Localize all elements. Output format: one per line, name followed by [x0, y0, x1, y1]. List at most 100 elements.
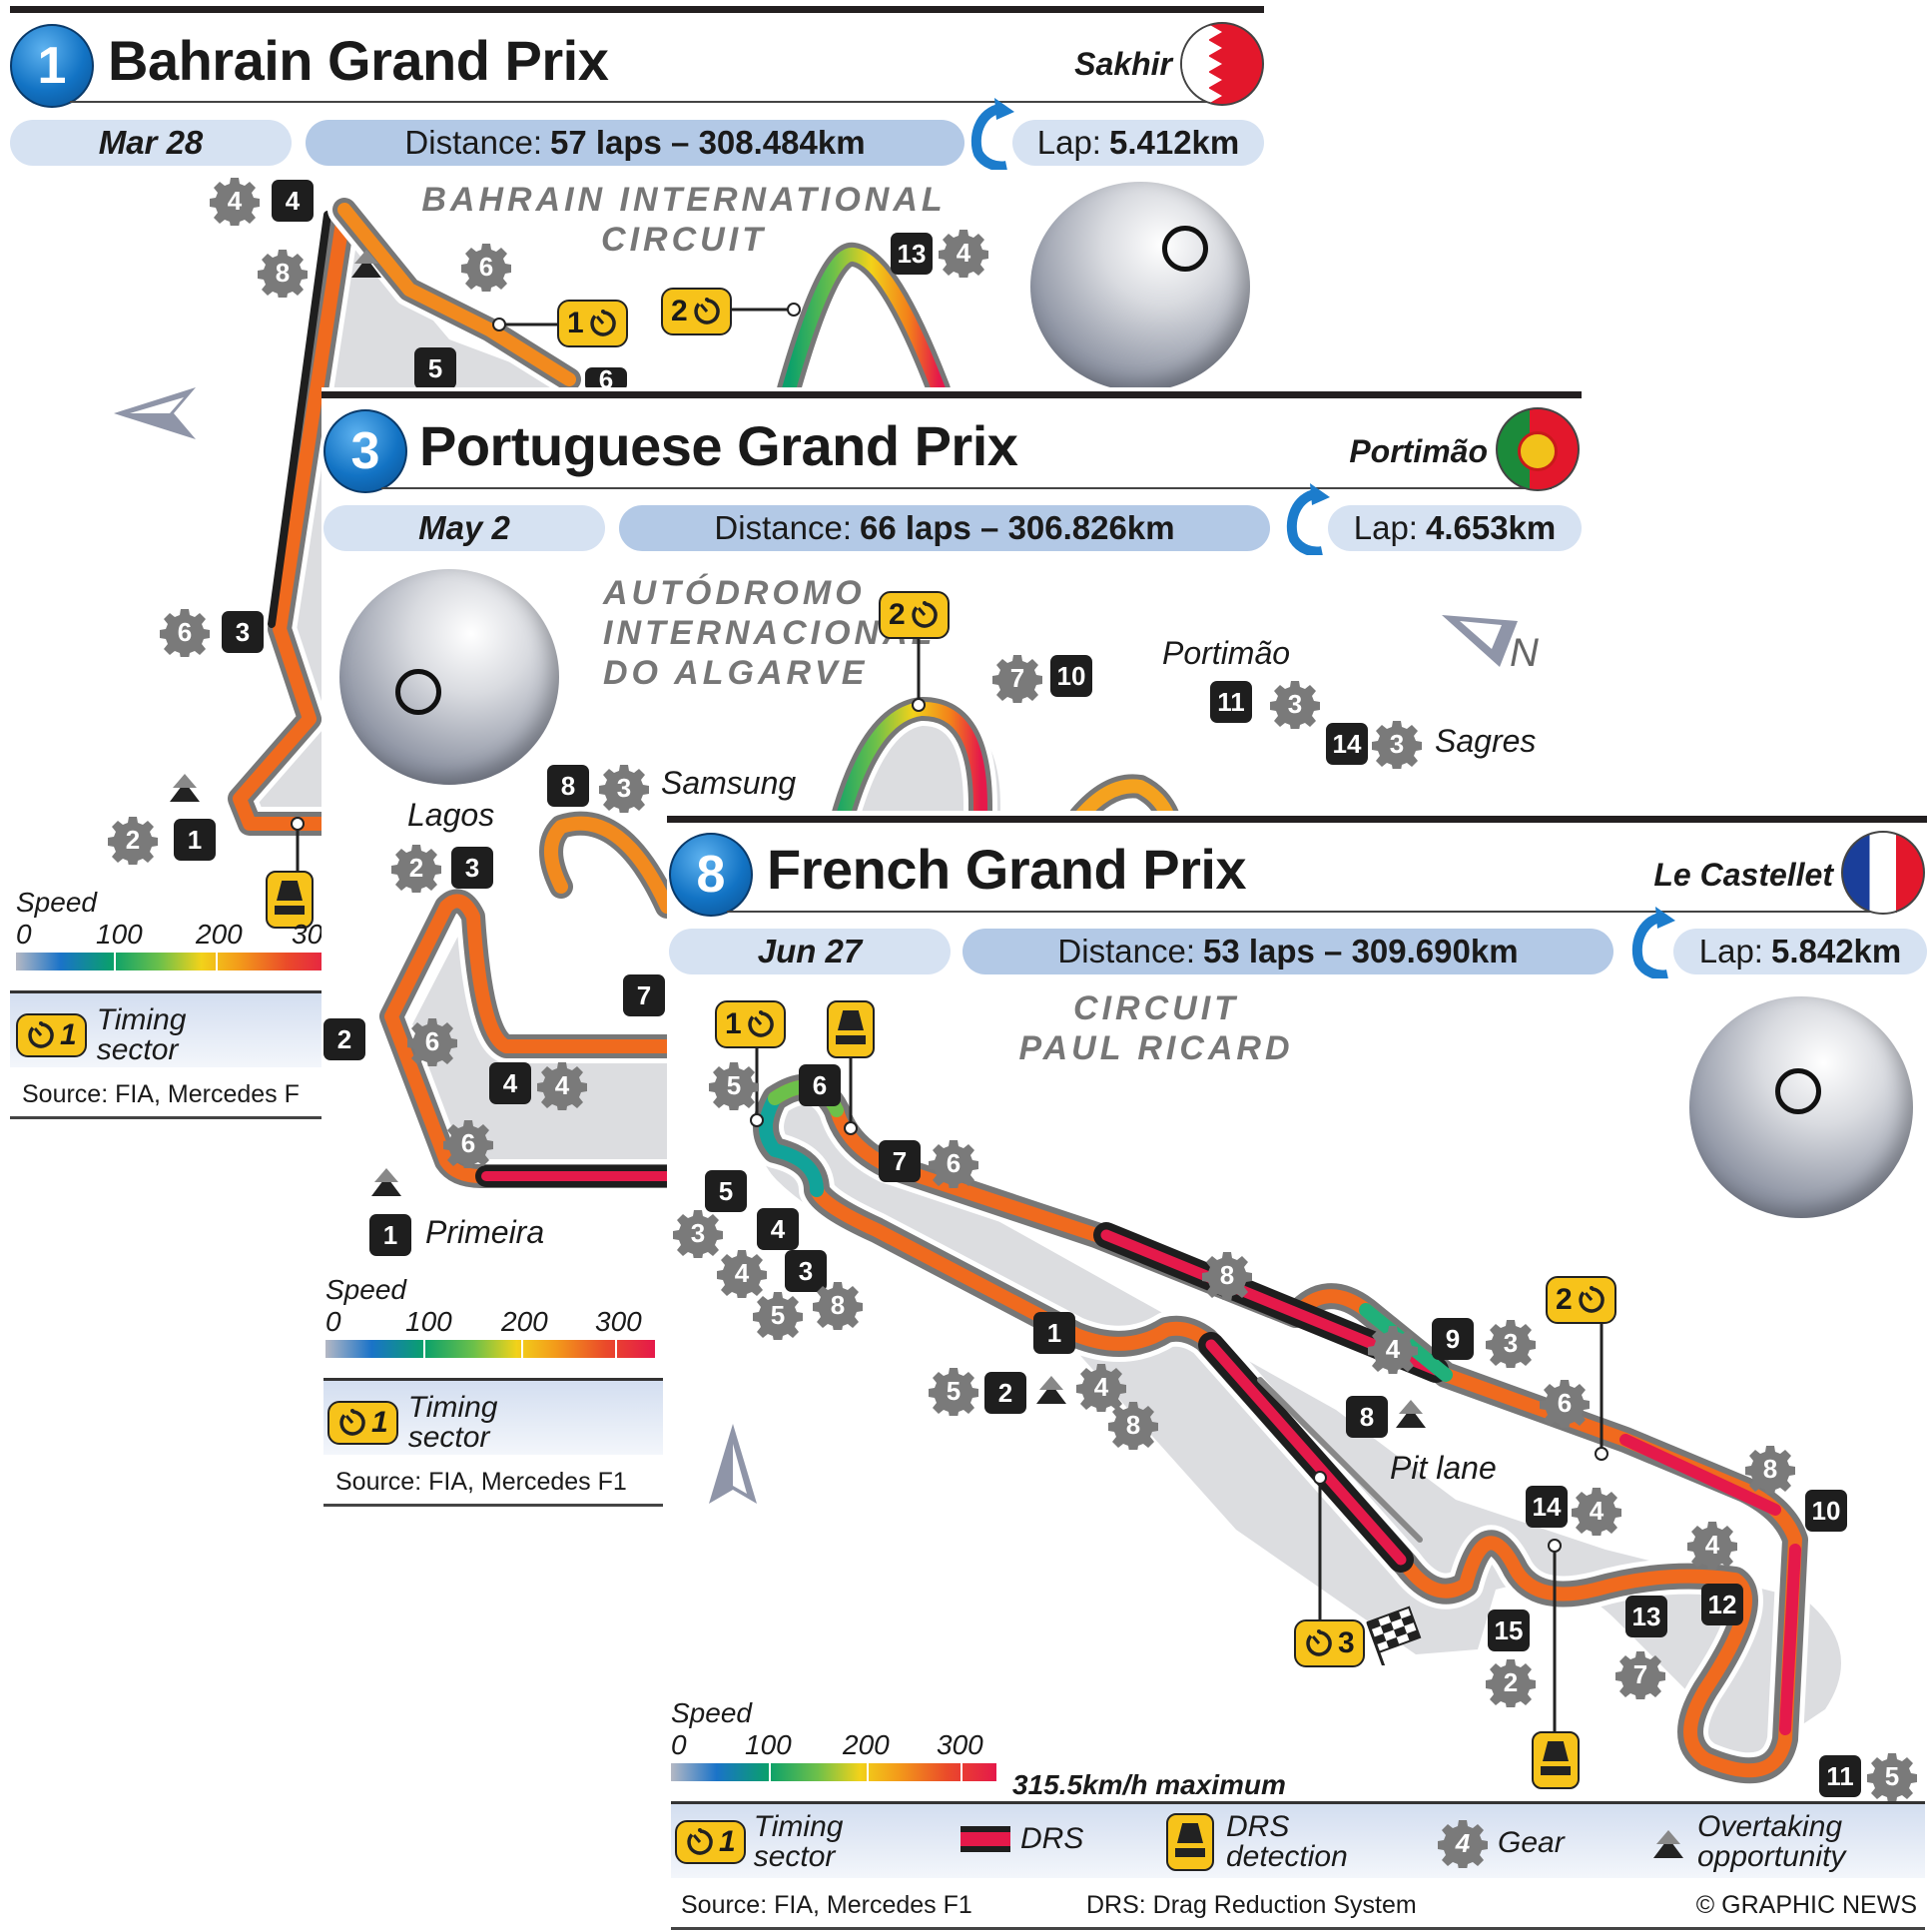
gear-icon: 3	[1372, 719, 1422, 769]
lap-length: Lap:5.412km	[1012, 120, 1264, 166]
corner-marker: 14	[1326, 723, 1368, 765]
speed-tick: 200	[501, 1306, 548, 1337]
corner-marker: 10	[1805, 1490, 1847, 1532]
gear-icon: 5	[753, 1290, 803, 1340]
gear-icon: 8	[1745, 1444, 1795, 1494]
title-underline	[727, 911, 1897, 913]
stopwatch-icon	[588, 309, 618, 338]
pit-lane-label: Pit lane	[1390, 1450, 1497, 1486]
date-text: Jun 27	[757, 933, 863, 969]
globe-locator	[1030, 182, 1250, 391]
corner-marker: 15	[1488, 1610, 1530, 1651]
gear-icon: 5	[1867, 1751, 1917, 1801]
drs-detection-icon	[266, 871, 314, 929]
race-distance: Distance:66 laps – 306.826km	[619, 505, 1270, 551]
stopwatch-icon	[1304, 1628, 1334, 1658]
distance-label: Distance:	[1057, 933, 1195, 969]
corner-marker: 3	[451, 847, 493, 889]
location-marker	[395, 669, 441, 715]
legend-label: DRS	[1226, 1810, 1290, 1843]
gear-icon: 4	[1572, 1486, 1621, 1536]
speed-gradient-bar	[325, 1340, 655, 1358]
corner-marker: 13	[891, 233, 933, 275]
timing-sector-marker: 2	[661, 288, 732, 335]
source-text: Source: FIA, Mercedes F	[22, 1080, 300, 1108]
overtaking-icon	[1396, 1400, 1426, 1428]
gear-icon: 2	[391, 843, 441, 893]
north-label: N	[1510, 631, 1539, 675]
corner-marker: 12	[1701, 1584, 1743, 1625]
race-distance: Distance:53 laps – 309.690km	[963, 929, 1613, 974]
speed-label: Speed	[16, 887, 97, 918]
corner-name: Primeira	[425, 1214, 545, 1250]
lap-arrow-icon	[970, 98, 1014, 170]
credit: © GRAPHIC NEWS	[1695, 1891, 1917, 1919]
gear-icon: 7	[1615, 1649, 1665, 1699]
legend-drs: DRS	[961, 1824, 1083, 1854]
stopwatch-icon	[692, 297, 722, 326]
corner-marker: 2	[323, 1018, 365, 1060]
gear-icon: 2	[1486, 1657, 1536, 1707]
race-distance: Distance:57 laps – 308.484km	[306, 120, 964, 166]
bottom-rule	[323, 1504, 663, 1507]
globe-locator	[339, 569, 559, 785]
lap-label: Lap:	[1036, 124, 1101, 161]
legend-label: sector	[753, 1840, 836, 1873]
bottom-rule	[10, 1116, 329, 1119]
overtaking-icon	[170, 774, 200, 802]
timing-sector-legend-icon: 1	[327, 1401, 398, 1445]
speed-tick: 30	[292, 919, 323, 950]
race-date: Mar 28	[10, 120, 292, 166]
speed-tick: 200	[196, 919, 243, 950]
drs-detection-icon	[827, 1000, 875, 1058]
legend-label: DRS	[1020, 1822, 1084, 1855]
circuit-name: BAHRAIN INTERNATIONAL CIRCUIT	[404, 180, 964, 260]
north-arrow-icon: N	[1440, 609, 1550, 679]
corner-marker: 1	[1033, 1312, 1075, 1354]
lap-value: 4.653km	[1425, 509, 1557, 546]
speed-tick: 0	[16, 919, 32, 950]
bottom-rule	[671, 1927, 1925, 1930]
corner-name: Lagos	[407, 797, 495, 833]
corner-marker: 8	[547, 765, 589, 807]
legend-label: Timing	[96, 1003, 187, 1036]
bahrain-flag-icon	[1180, 22, 1264, 106]
speed-tick: 100	[405, 1306, 452, 1337]
timing-sector-marker: 3	[1294, 1619, 1365, 1667]
gear-icon: 8	[258, 248, 308, 298]
corner-marker: 8	[1346, 1396, 1388, 1438]
corner-marker: 10	[1050, 655, 1092, 697]
circuit-name-line: AUTÓDROMO	[603, 574, 866, 612]
race-date: May 2	[323, 505, 605, 551]
lap-value: 5.412km	[1108, 124, 1240, 161]
lap-value: 5.842km	[1770, 933, 1902, 969]
gear-icon: 7	[992, 653, 1042, 703]
corner-marker: 6	[799, 1064, 841, 1106]
portugal-flag-icon	[1496, 407, 1580, 491]
lap-length: Lap:4.653km	[1328, 505, 1582, 551]
corner-marker: 7	[623, 974, 665, 1016]
chequered-flag-icon	[1366, 1606, 1422, 1665]
speed-tick: 0	[325, 1306, 341, 1337]
speed-gradient-bar	[16, 953, 335, 970]
distance-value: 66 laps – 306.826km	[859, 509, 1175, 546]
legend-label: Gear	[1498, 1826, 1565, 1859]
drs-legend-icon	[961, 1826, 1010, 1852]
corner-marker: 4	[757, 1208, 799, 1250]
gear-icon: 8	[813, 1280, 863, 1330]
legend-label: opportunity	[1697, 1840, 1846, 1873]
race-title: Bahrain Grand Prix	[108, 29, 609, 92]
circuit-name-line: CIRCUIT	[1073, 989, 1239, 1027]
legend-label: sector	[96, 1033, 179, 1066]
race-title: Portuguese Grand Prix	[419, 414, 1018, 477]
panel-top-rule	[10, 6, 1264, 13]
circuit-name: CIRCUIT PAUL RICARD	[996, 988, 1316, 1068]
lap-arrow-icon	[1631, 907, 1675, 978]
source-text: Source: FIA, Mercedes F1	[681, 1891, 972, 1919]
gear-icon: 6	[461, 242, 511, 292]
france-flag-icon	[1841, 831, 1925, 915]
